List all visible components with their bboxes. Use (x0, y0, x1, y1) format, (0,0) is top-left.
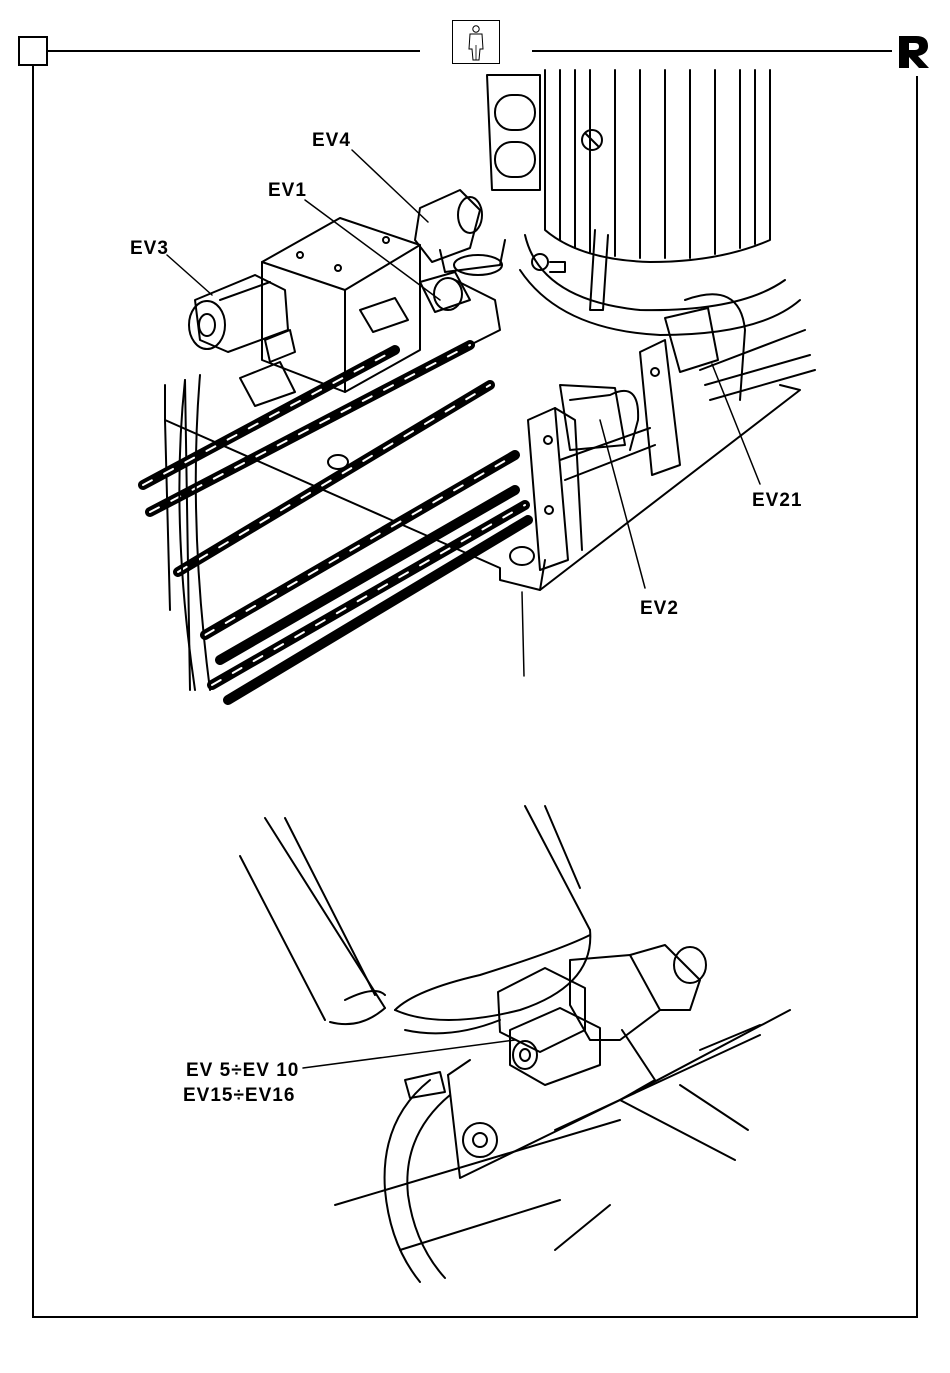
solenoid-ev4 (415, 190, 505, 275)
upper-hydraulic-assembly (143, 70, 815, 700)
label-ev4: EV4 (312, 130, 351, 151)
solenoid-ev21-bracket (640, 294, 815, 475)
label-ev5-ev10: EV 5÷EV 10 (186, 1060, 299, 1081)
label-ev15-ev16: EV15÷EV16 (183, 1085, 295, 1106)
hydraulic-hoses (143, 345, 528, 700)
lower-cylinder-assembly (240, 806, 790, 1282)
label-ev3: EV3 (130, 238, 169, 259)
solenoid-ev3 (189, 275, 288, 352)
fitting-ev1 (420, 272, 500, 345)
lower-leader-line (303, 1040, 515, 1068)
valve-manifold-block (240, 218, 420, 406)
label-ev1: EV1 (268, 180, 307, 201)
solenoid-ev2-bracket (528, 385, 655, 570)
label-ev21: EV21 (752, 490, 802, 511)
label-ev2: EV2 (640, 598, 679, 619)
electric-motor (487, 70, 800, 335)
